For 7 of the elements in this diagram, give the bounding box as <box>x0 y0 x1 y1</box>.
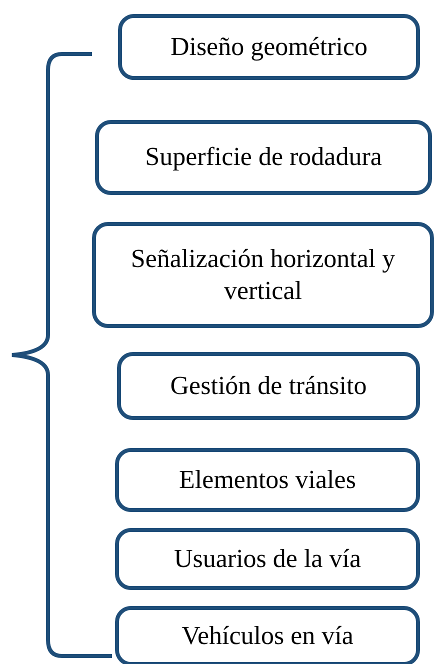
rounded-box: Gestión de tránsito <box>117 352 420 420</box>
rounded-box: Diseño geométrico <box>118 14 420 80</box>
rounded-box: Elementos viales <box>115 448 420 512</box>
rounded-box: Vehículos en vía <box>115 606 420 664</box>
rounded-box: Usuarios de la vía <box>115 528 420 590</box>
rounded-box: Superficie de rodadura <box>95 120 432 195</box>
rounded-box: Señalización horizontal y vertical <box>92 222 434 328</box>
